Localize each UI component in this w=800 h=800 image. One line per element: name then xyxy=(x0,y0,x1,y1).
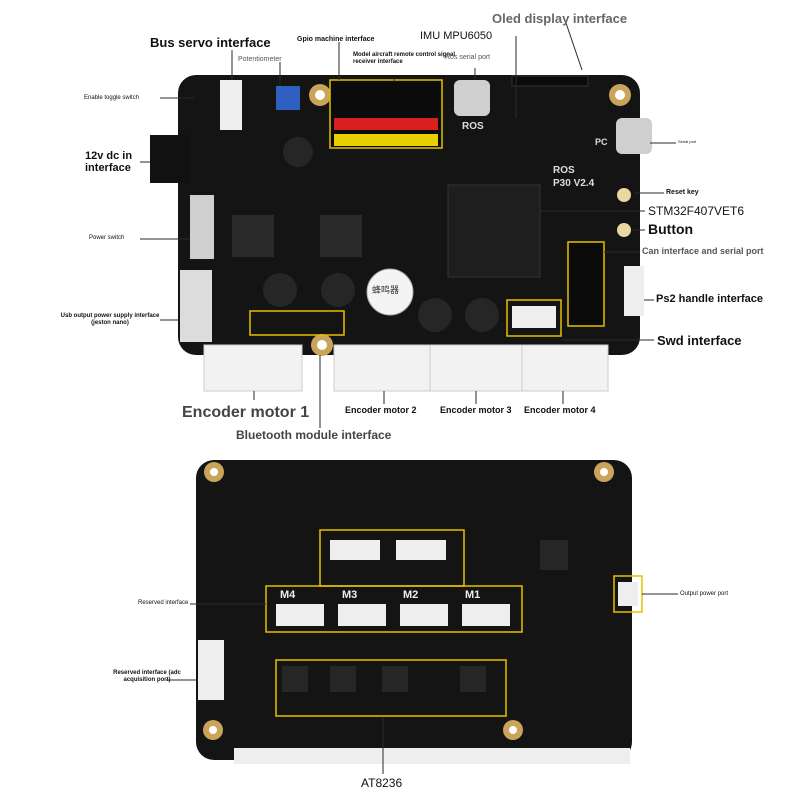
motor-label-m1: M1 xyxy=(465,589,481,601)
encoder-connector-4 xyxy=(521,344,609,392)
callout-imu: IMU MPU6050 xyxy=(420,30,493,42)
ps2-connector xyxy=(624,266,644,316)
motor-label-m3: M3 xyxy=(342,589,358,601)
callout-bus-servo: Bus servo interface xyxy=(150,35,271,50)
capacitor xyxy=(263,273,297,307)
callout-encoder4: Encoder motor 4 xyxy=(524,405,596,415)
driver-box xyxy=(275,659,507,717)
capacitor xyxy=(321,273,355,307)
callout-can-serial: Can interface and serial port xyxy=(642,246,764,256)
buzzer-label: 蜂鸣器 xyxy=(372,285,400,295)
callout-reset-key: Reset key xyxy=(666,189,699,196)
capacitor xyxy=(283,137,313,167)
encoder-connector-1 xyxy=(203,344,303,392)
usb-port xyxy=(180,270,212,342)
buzzer xyxy=(366,268,414,316)
encoder-connector-3 xyxy=(429,344,523,392)
board-silkscreen-version: P30 V2.4 xyxy=(553,178,595,189)
callout-model-rc: Model aircraft remote control signal rec… xyxy=(353,52,456,65)
callout-encoder3: Encoder motor 3 xyxy=(440,405,512,415)
callout-encoder2: Encoder motor 2 xyxy=(345,405,417,415)
board-silkscreen-ros: ROS xyxy=(462,121,484,132)
power-switch xyxy=(190,195,214,259)
leader-lines xyxy=(140,19,678,774)
serial-usb-c xyxy=(616,118,652,154)
inductor xyxy=(232,215,274,257)
can-header xyxy=(567,241,605,327)
servo-connector xyxy=(220,80,242,130)
board-silkscreen-pc: PC xyxy=(595,137,608,147)
capacitor xyxy=(465,298,499,332)
callout-reserved: Reserved interface xyxy=(138,600,189,606)
inductor xyxy=(320,215,362,257)
reset-button xyxy=(617,188,631,202)
callout-oled: Oled display interface xyxy=(492,11,628,26)
ros-usb-c xyxy=(454,80,490,116)
bluetooth-box xyxy=(249,310,345,336)
swd-box xyxy=(506,299,562,337)
callout-usb-output: Usb output power supply interface (jesto… xyxy=(60,313,160,326)
capacitor xyxy=(418,298,452,332)
callout-ps2: Ps2 handle interface xyxy=(656,293,763,305)
callout-bluetooth: Bluetooth module interface xyxy=(236,428,392,442)
callout-output-power: Output power port xyxy=(680,591,729,597)
top-board xyxy=(150,75,652,392)
callout-swd: Swd interface xyxy=(657,333,742,348)
power-output-connector xyxy=(618,582,638,606)
oled-header xyxy=(511,75,589,87)
adc-connector xyxy=(198,640,224,700)
callout-power-switch: Power switch xyxy=(89,235,125,241)
encoder-connector-2 xyxy=(333,344,431,392)
mcu-chip xyxy=(447,184,541,278)
callout-reserved-adc: Reserved interface (adc acquisition port… xyxy=(113,670,181,683)
motor-label-m4: M4 xyxy=(280,589,296,601)
callout-dc-in: 12v dc in interface xyxy=(85,150,133,175)
callout-encoder1: Encoder motor 1 xyxy=(182,404,310,421)
dc-jack xyxy=(150,135,190,183)
callout-ros-serial: Ros serial port xyxy=(445,54,491,61)
motor-label-m2: M2 xyxy=(403,589,419,601)
callout-button: Button xyxy=(648,221,694,237)
user-button xyxy=(617,223,631,237)
bottom-board xyxy=(196,460,643,764)
callout-potentiometer: Potentiometer xyxy=(238,56,282,63)
callout-enable-toggle: Enable toggle switch xyxy=(84,95,140,101)
callout-gpio: Gpio machine interface xyxy=(297,36,375,43)
callout-driver: AT8236 xyxy=(361,776,403,790)
callout-serial-port: Serial port xyxy=(678,139,697,144)
callout-mcu: STM32F407VET6 xyxy=(648,204,745,218)
motor-box xyxy=(265,585,523,633)
board-silkscreen-ros-2: ROS xyxy=(553,165,575,176)
potentiometer-part xyxy=(276,86,300,110)
